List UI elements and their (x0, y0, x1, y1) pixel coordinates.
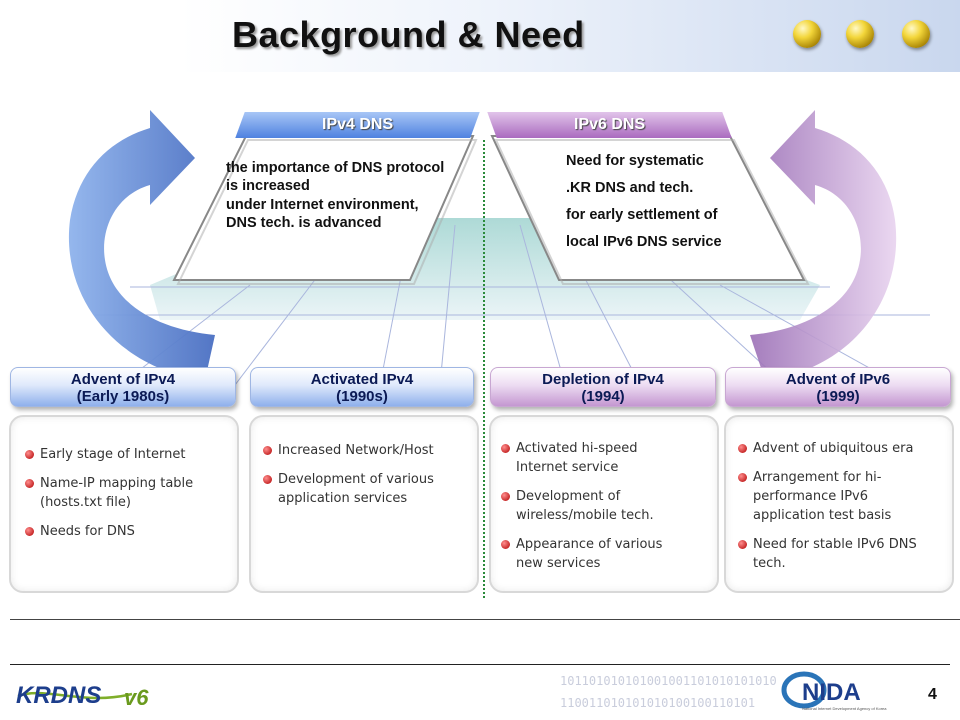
header-gradient (180, 0, 960, 72)
gold-ball-icon (846, 20, 874, 48)
phase-panel: Increased Network/Host Development of va… (249, 415, 479, 593)
list-item: Name-IP mapping table(hosts.txt file) (25, 474, 237, 512)
right-cycle-arrow (750, 110, 897, 380)
phase-panel: Advent of ubiquitous era Arrangement for… (724, 415, 954, 593)
phase-panel: Early stage of Internet Name-IP mapping … (9, 415, 239, 593)
ipv4-dns-text: the importance of DNS protocol is increa… (226, 158, 496, 233)
tab-ipv4-dns: IPv4 DNS (235, 112, 480, 138)
ipv4-dns-label: IPv4 DNS (321, 116, 394, 133)
binary-line: 101101010101001001101010101010 (560, 674, 777, 688)
krdns-wordmark: KRDNS (16, 682, 101, 709)
phase-period: (1999) (816, 388, 860, 405)
phase-header-depletion-ipv4: Depletion of IPv4 (1994) (490, 367, 716, 407)
ipv4-line: under Internet environment, (226, 197, 419, 213)
binary-line: 110011010101010100100110101 (560, 696, 756, 710)
krdns-logo: KRDNS v6 (14, 672, 164, 712)
phase-title: Activated IPv4 (310, 371, 414, 388)
ipv6-line: .KR DNS and tech. (566, 180, 694, 196)
ipv6-line: for early settlement of (566, 207, 718, 223)
krdns-v6-mark: v6 (124, 685, 149, 710)
phase-header-advent-ipv6: Advent of IPv6 (1999) (725, 367, 951, 407)
ipv6-dns-label: IPv6 DNS (573, 116, 646, 133)
gold-ball-icon (793, 20, 821, 48)
ipv4-line: DNS tech. is advanced (226, 215, 382, 231)
binary-watermark: 101101010101001001101010101010 110011010… (560, 670, 940, 714)
phase-header-advent-ipv4: Advent of IPv4 (Early 1980s) (10, 367, 236, 407)
page-number: 4 (928, 686, 937, 703)
ipv6-dns-text: Need for systematic .KR DNS and tech. fo… (566, 148, 806, 256)
phase-title: Advent of IPv4 (70, 371, 176, 388)
phase-period: (1990s) (336, 388, 388, 405)
phase-title: Advent of IPv6 (785, 371, 891, 388)
list-item: Early stage of Internet (25, 445, 237, 464)
ipv6-line: Need for systematic (566, 153, 704, 169)
page-title: Background & Need (232, 14, 585, 55)
phase-title: Depletion of IPv4 (542, 371, 664, 388)
ipv4-line: is increased (226, 178, 310, 194)
nida-wordmark: NIDA (802, 679, 861, 706)
footer-divider (10, 664, 950, 665)
timeline-divider (483, 140, 485, 598)
ipv6-line: local IPv6 DNS service (566, 234, 722, 250)
gold-ball-icon (902, 20, 930, 48)
separator-line (10, 619, 960, 620)
ipv4-line: the importance of DNS protocol (226, 160, 445, 176)
nida-logo: NIDA National Internet Development Agenc… (780, 668, 890, 714)
list-item: Needs for DNS (25, 522, 237, 541)
list-item: Advent of ubiquitous era (738, 439, 952, 458)
left-cycle-arrow (68, 110, 215, 380)
phase-period: (1994) (581, 388, 625, 405)
phase-period: (Early 1980s) (76, 388, 170, 405)
list-item: Increased Network/Host (263, 441, 477, 460)
tab-ipv6-dns: IPv6 DNS (487, 112, 732, 138)
phase-header-activated-ipv4: Activated IPv4 (1990s) (250, 367, 474, 407)
nida-subtitle: National Internet Development Agency of … (802, 706, 887, 711)
